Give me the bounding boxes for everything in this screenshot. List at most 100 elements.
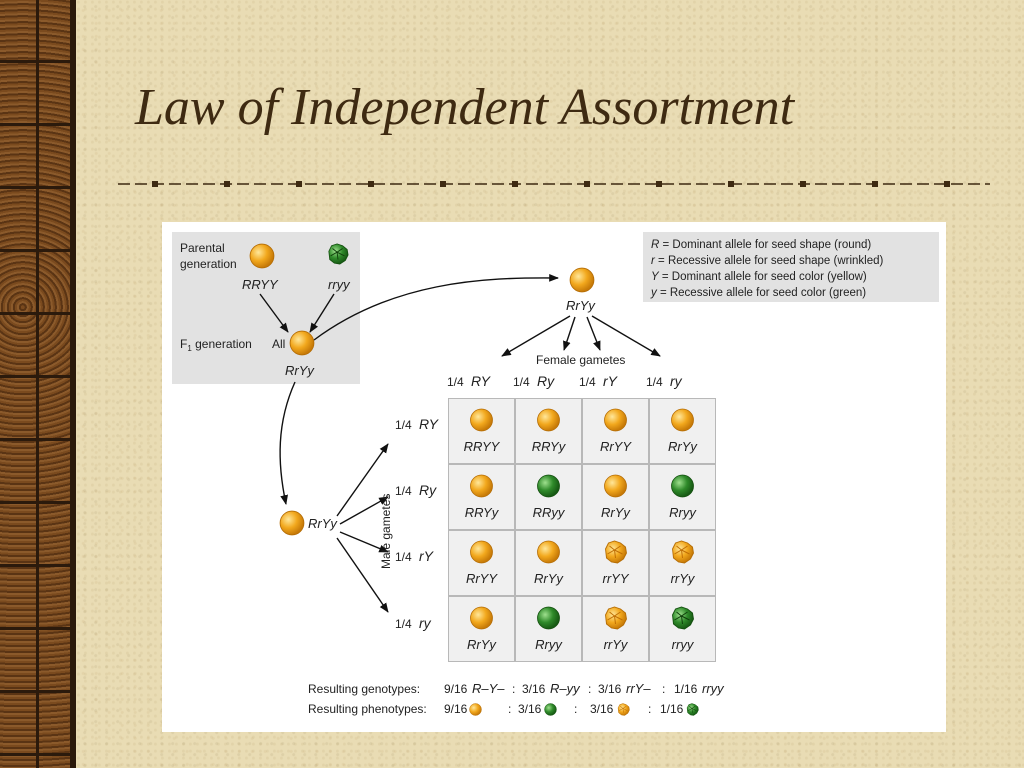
- punnett-cell-genotype: RrYY: [600, 439, 632, 454]
- male-gamete-allele: ry: [419, 615, 432, 631]
- female-gametes-label: Female gametes: [536, 353, 625, 367]
- parental-label-line2: generation: [180, 257, 237, 271]
- round-yellow-seed-icon: [470, 408, 493, 432]
- round-yellow-seed-icon: [470, 540, 493, 564]
- phenotype-fraction: 1/16: [660, 702, 684, 716]
- punnett-cell-genotype: RrYy: [601, 505, 631, 520]
- parental-label-line1: Parental: [180, 241, 225, 255]
- parental-genotype-yellow: RRYY: [242, 277, 279, 292]
- male-gametes: 1/4 RY 1/4 Ry 1/4 rY 1/4 ry: [395, 416, 440, 631]
- female-gamete-arrow-3: [586, 316, 601, 351]
- separator: :: [662, 682, 665, 696]
- punnett-cell-genotype: rrYY: [603, 571, 630, 586]
- punnett-cell-genotype: RrYy: [668, 439, 698, 454]
- phenotype-fraction: 3/16: [518, 702, 542, 716]
- punnett-cell-genotype: RRYy: [532, 439, 567, 454]
- female-gametes: 1/4 RY 1/4 Ry 1/4 rY 1/4 ry: [447, 373, 683, 389]
- genotype-class: R–Y–: [472, 681, 505, 696]
- punnett-cell-genotype: rrYy: [604, 637, 629, 652]
- legend-item-y: y = Recessive allele for seed color (gre…: [650, 287, 866, 299]
- side-border-edge: [70, 0, 76, 768]
- round-yellow-seed-icon: [671, 408, 694, 432]
- punnett-cell-genotype: RrYY: [466, 571, 498, 586]
- genotype-fraction: 1/16: [674, 682, 698, 696]
- punnett-cell-genotype: RrYy: [534, 571, 564, 586]
- round-green-seed-icon: [544, 703, 557, 716]
- parental-genotype-green: rryy: [328, 277, 351, 292]
- resulting-phenotypes: Resulting phenotypes: 9/16 : 3/16 : 3/16…: [308, 702, 699, 716]
- genotype-class: rryy: [702, 681, 725, 696]
- separator: :: [574, 702, 577, 716]
- resulting-genotypes: Resulting genotypes: 9/16 R–Y– : 3/16 R–…: [308, 681, 725, 696]
- male-gamete-arrow-3: [339, 531, 389, 553]
- round-yellow-seed-icon: [537, 408, 560, 432]
- round-yellow-seed-icon: [604, 408, 627, 432]
- female-parent-genotype: RrYy: [566, 298, 596, 313]
- male-gamete-allele: Ry: [419, 482, 437, 498]
- male-parent-seed-icon: [279, 510, 305, 536]
- parental-arrow-left: [259, 293, 289, 333]
- punnett-cell-genotype: rryy: [672, 637, 695, 652]
- dihybrid-cross-figure: Parental generation RRYY rryy F1 generat…: [162, 222, 946, 732]
- punnett-cell-genotype: Rryy: [535, 637, 563, 652]
- genotype-class: rrY–: [626, 681, 651, 696]
- round-green-seed-icon: [537, 474, 560, 498]
- separator: :: [588, 682, 591, 696]
- f1-label: F1 generation: [180, 337, 252, 353]
- female-gamete-arrow-4: [591, 315, 661, 357]
- round-green-seed-icon: [537, 606, 560, 630]
- legend-item-r: r = Recessive allele for seed shape (wri…: [651, 255, 884, 267]
- separator: :: [648, 702, 651, 716]
- female-gamete-allele: Ry: [537, 373, 555, 389]
- punnett-cell-genotype: RRyy: [533, 505, 566, 520]
- genotype-fraction: 9/16: [444, 682, 468, 696]
- male-gamete-allele: RY: [419, 416, 440, 432]
- phenotypes-label: Resulting phenotypes:: [308, 702, 427, 716]
- slide-title: Law of Independent Assortment: [135, 79, 795, 136]
- punnett-cell-genotype: Rryy: [669, 505, 697, 520]
- parental-yellow-seed-icon: [249, 243, 275, 269]
- f1-all-label: All: [272, 337, 285, 351]
- allele-legend: [643, 232, 939, 302]
- male-gamete-arrow-4: [336, 537, 389, 613]
- male-gamete-fraction: 1/4: [395, 418, 412, 432]
- female-gamete-fraction: 1/4: [579, 375, 596, 389]
- parental-arrow-right: [309, 293, 335, 333]
- female-gamete-arrow-2: [563, 316, 576, 351]
- f1-seed-icon: [289, 330, 315, 356]
- wrinkled-green-seed-icon: [686, 703, 699, 716]
- round-yellow-seed-icon: [604, 474, 627, 498]
- wrinkled-yellow-seed-icon: [617, 703, 630, 716]
- legend-item-R: R = Dominant allele for seed shape (roun…: [651, 239, 871, 251]
- separator: :: [508, 702, 511, 716]
- male-gamete-fraction: 1/4: [395, 617, 412, 631]
- f1-to-male-arrow: [279, 381, 296, 505]
- male-gamete-arrow-2: [339, 496, 389, 525]
- punnett-cell-genotype: RRYy: [465, 505, 500, 520]
- female-parent-seed-icon: [569, 267, 595, 293]
- genotype-class: R–yy: [550, 681, 581, 696]
- male-gamete-allele: rY: [419, 548, 435, 564]
- genotypes-label: Resulting genotypes:: [308, 682, 420, 696]
- round-yellow-seed-icon: [537, 540, 560, 564]
- decorative-divider: [118, 181, 990, 187]
- genotype-fraction: 3/16: [522, 682, 546, 696]
- phenotype-fraction: 9/16: [444, 702, 468, 716]
- punnett-cell-genotype: rrYy: [671, 571, 696, 586]
- female-gamete-fraction: 1/4: [646, 375, 663, 389]
- male-gamete-fraction: 1/4: [395, 484, 412, 498]
- separator: :: [512, 682, 515, 696]
- round-green-seed-icon: [671, 474, 694, 498]
- round-yellow-seed-icon: [470, 474, 493, 498]
- wood-side-border: [0, 0, 76, 768]
- female-gamete-arrow-1: [501, 315, 571, 357]
- male-gamete-fraction: 1/4: [395, 550, 412, 564]
- female-gamete-fraction: 1/4: [447, 375, 464, 389]
- female-gamete-fraction: 1/4: [513, 375, 530, 389]
- male-gamete-arrow-1: [336, 443, 389, 517]
- punnett-cell-genotype: RRYY: [464, 439, 501, 454]
- round-yellow-seed-icon: [469, 703, 482, 716]
- genotype-fraction: 3/16: [598, 682, 622, 696]
- round-yellow-seed-icon: [470, 606, 493, 630]
- phenotype-fraction: 3/16: [590, 702, 614, 716]
